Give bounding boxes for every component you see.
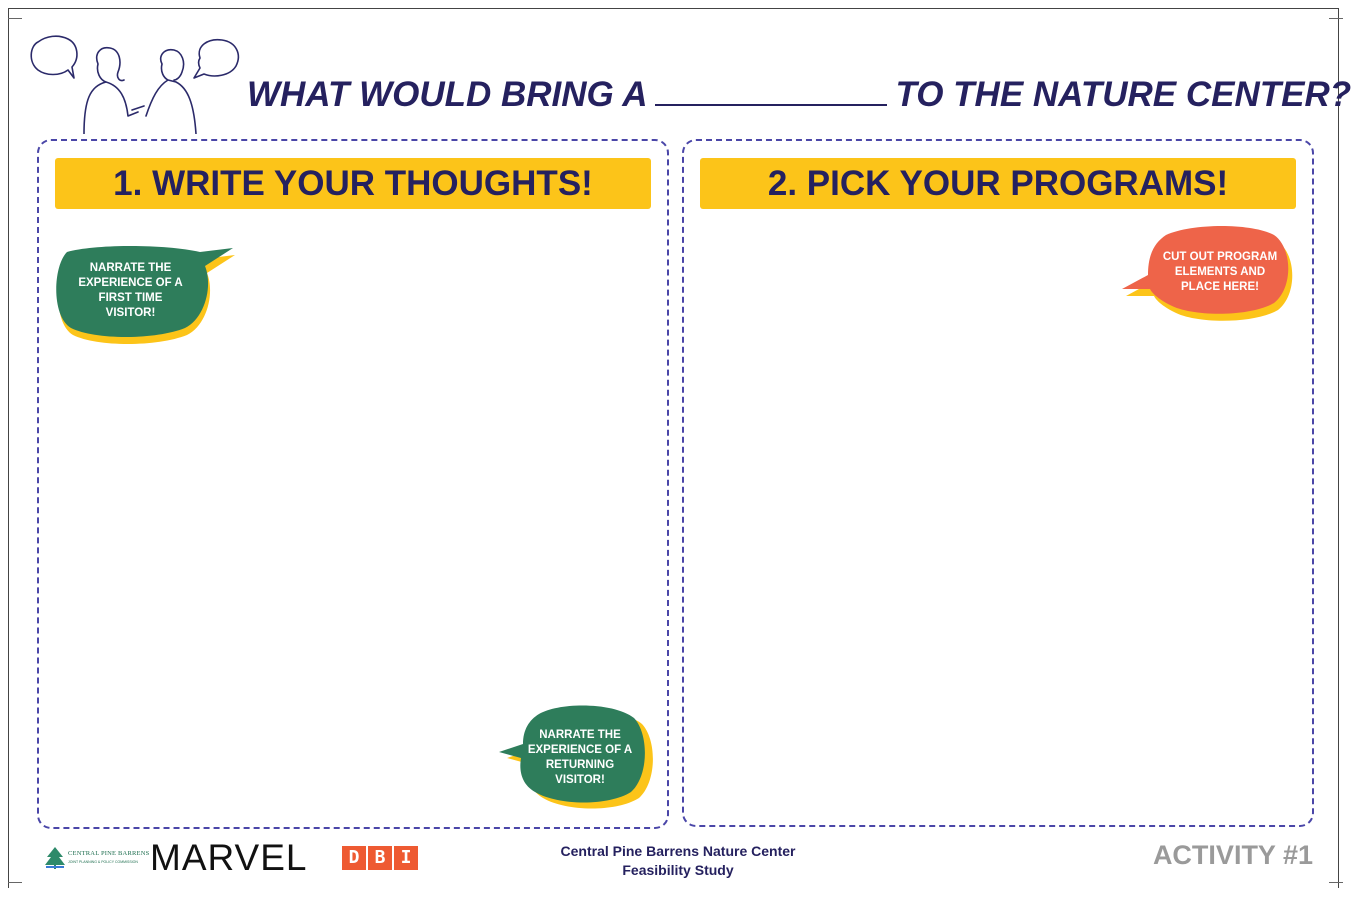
speech-bubble-icon (1122, 226, 1293, 321)
person-left-icon (83, 46, 145, 134)
title-before: WHAT WOULD BRING A (247, 75, 648, 114)
crop-mark-bottom-left (8, 882, 22, 883)
conversation-illustration (30, 35, 240, 134)
study-title: Central Pine Barrens Nature Center Feasi… (540, 842, 816, 880)
crop-mark-top-right (1329, 18, 1343, 19)
partner-subtitle: JOINT PLANNING & POLICY COMMISSION (68, 860, 138, 864)
title-after: TO THE NATURE CENTER? (895, 75, 1351, 114)
dbi-letter-b: B (368, 846, 392, 870)
cut-out-program-text: CUT OUT PROGRAM ELEMENTS AND PLACE HERE! (1162, 251, 1278, 293)
pick-programs-panel[interactable]: 2. PICK YOUR PROGRAMS! CUT OUT PROGRAM E… (682, 139, 1314, 827)
pick-programs-heading: 2. PICK YOUR PROGRAMS! (700, 158, 1296, 209)
speech-bubble-left-icon (30, 35, 78, 79)
speech-bubble-icon (56, 246, 235, 344)
marvel-logo: MARVEL (150, 837, 308, 878)
first-time-visitor-text: NARRATE THE EXPERIENCE OF A FIRST TIME V… (78, 262, 183, 319)
page-frame (8, 8, 1339, 888)
study-line-1: Central Pine Barrens Nature Center (560, 843, 796, 859)
dbi-logo: D B I (342, 846, 418, 870)
write-thoughts-heading: 1. WRITE YOUR THOUGHTS! (55, 158, 651, 209)
central-pine-barrens-logo: CENTRAL PINE BARRENS JOINT PLANNING & PO… (44, 846, 149, 872)
fill-in-blank-line[interactable] (655, 74, 888, 106)
returning-visitor-bubble: NARRATE THE EXPERIENCE OF A RETURNING VI… (499, 704, 653, 809)
person-right-icon (145, 48, 197, 134)
cut-out-program-bubble: CUT OUT PROGRAM ELEMENTS AND PLACE HERE! (1122, 225, 1294, 321)
pine-tree-icon (45, 847, 65, 869)
study-line-2: Feasibility Study (622, 862, 734, 878)
speech-bubble-right-icon (193, 38, 240, 79)
crop-mark-bottom-right (1329, 882, 1343, 883)
crop-mark-top-left (8, 18, 22, 19)
returning-visitor-text: NARRATE THE EXPERIENCE OF A RETURNING VI… (527, 729, 633, 786)
partner-name: CENTRAL PINE BARRENS (68, 850, 150, 857)
dbi-letter-i: I (394, 846, 418, 870)
activity-label: ACTIVITY #1 (1152, 840, 1313, 870)
page-title: WHAT WOULD BRING A TO THE NATURE CENTER? (247, 74, 1351, 115)
write-thoughts-panel[interactable]: 1. WRITE YOUR THOUGHTS! NARRATE THE EXPE… (37, 139, 669, 829)
first-time-visitor-bubble: NARRATE THE EXPERIENCE OF A FIRST TIME V… (55, 246, 235, 344)
dbi-letter-d: D (342, 846, 366, 870)
speech-bubble-icon (499, 705, 653, 809)
